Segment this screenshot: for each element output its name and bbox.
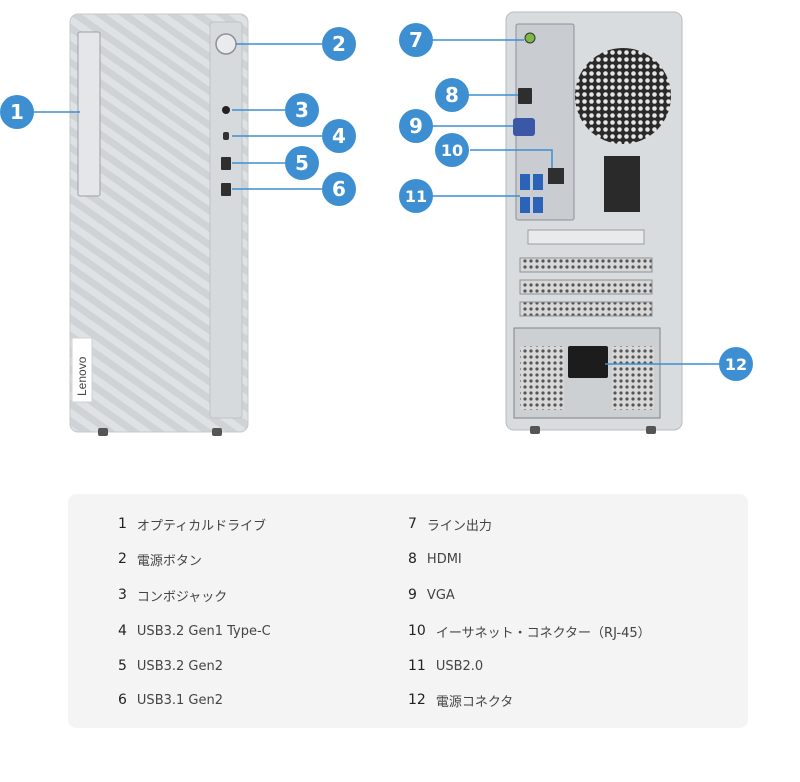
callout-number: 5: [295, 151, 309, 175]
callout-3: 3: [285, 93, 319, 127]
vga-port: [513, 118, 535, 136]
legend-number: 4: [118, 623, 127, 639]
front-foot-left: [98, 428, 108, 436]
legend-label: USB2.0: [435, 658, 484, 674]
legend-label: HDMI: [426, 551, 462, 567]
callout-4: 4: [322, 119, 356, 153]
callout-10: 10: [435, 133, 469, 167]
front-view: Lenovo: [69, 13, 249, 436]
legend-label: 電源ボタン: [136, 553, 202, 569]
legend-number: 3: [118, 587, 127, 603]
front-foot-right: [212, 428, 222, 436]
legend-number: 10: [408, 623, 426, 639]
callout-number: 1: [10, 100, 24, 124]
rear-fan-grille: [575, 48, 671, 144]
legend-item: 4 USB3.2 Gen1 Type-C: [118, 620, 271, 642]
rear-foot-left: [530, 426, 540, 434]
hdmi-port: [518, 88, 532, 104]
legend-item: 11 USB2.0: [408, 655, 483, 677]
legend-number: 5: [118, 658, 127, 674]
legend-number: 1: [118, 516, 127, 532]
line-out-jack: [524, 32, 536, 44]
front-panel-strip: [209, 21, 243, 419]
legend-number: 8: [408, 551, 417, 567]
legend-number: 9: [408, 587, 417, 603]
callouts: 1 2 3 4 5 6 7 8 9 10 11 12: [0, 23, 753, 381]
usb-port-6: [221, 183, 231, 196]
legend-label: 電源コネクタ: [435, 694, 514, 710]
power-connector: [568, 346, 608, 378]
legend-number: 6: [118, 692, 127, 708]
legend-item: 5 USB3.2 Gen2: [118, 655, 223, 677]
expansion-slot-4: [519, 301, 653, 317]
legend-label: オプティカルドライブ: [136, 518, 267, 534]
usb2-port-b: [533, 174, 543, 190]
callout-number: 12: [725, 355, 747, 374]
callout-number: 7: [409, 28, 423, 52]
legend-label: USB3.2 Gen2: [136, 658, 223, 674]
legend-number: 12: [408, 692, 426, 708]
callout-12: 12: [719, 347, 753, 381]
callout-9: 9: [399, 109, 433, 143]
rear-foot-right: [646, 426, 656, 434]
rear-view: [505, 11, 683, 434]
legend-item: 7 ライン出力: [408, 513, 492, 535]
legend-item: 1 オプティカルドライブ: [118, 513, 266, 535]
usb-c-port: [223, 132, 229, 140]
combo-jack: [222, 106, 230, 114]
lenovo-logo: Lenovo: [75, 356, 89, 396]
front-case: [69, 13, 249, 433]
callout-8: 8: [435, 78, 469, 112]
callout-2: 2: [322, 27, 356, 61]
ethernet-port: [548, 168, 564, 184]
usb-port-5: [221, 157, 231, 170]
callout-number: 2: [332, 32, 346, 56]
legend-item: 12 電源コネクタ: [408, 689, 513, 711]
callout-5: 5: [285, 146, 319, 180]
callout-number: 11: [405, 187, 427, 206]
legend-item: 3 コンボジャック: [118, 584, 227, 606]
usb2-port-d: [533, 197, 543, 213]
callout-number: 6: [332, 177, 346, 201]
legend-label: USB3.1 Gen2: [136, 692, 223, 708]
callout-number: 4: [332, 124, 346, 148]
legend-label: VGA: [426, 587, 455, 603]
product-diagram: Lenovo: [0, 11, 753, 436]
psu-vent-left: [520, 346, 564, 410]
power-button: [215, 33, 237, 55]
legend-number: 11: [408, 658, 426, 674]
expansion-slot-3: [519, 279, 653, 295]
legend-item: 2 電源ボタン: [118, 548, 202, 570]
callout-1: 1: [0, 95, 34, 129]
rear-vent-block: [604, 156, 640, 212]
legend-label: ライン出力: [426, 518, 492, 534]
legend-label: コンボジャック: [136, 589, 228, 605]
legend-item: 6 USB3.1 Gen2: [118, 689, 223, 711]
callout-7: 7: [399, 23, 433, 57]
legend-item: 10 イーサネット・コネクター（RJ-45）: [408, 620, 651, 642]
legend-item: 8 HDMI: [408, 548, 462, 570]
callout-number: 9: [409, 114, 423, 138]
usb2-port-c: [520, 197, 530, 213]
leader-lines: [30, 39, 720, 365]
callout-11: 11: [399, 179, 433, 213]
expansion-slot-1: [527, 229, 645, 245]
callout-number: 8: [445, 83, 459, 107]
leader-line-10: [470, 149, 553, 168]
legend-label: イーサネット・コネクター（RJ-45）: [435, 625, 651, 641]
callout-number: 10: [441, 141, 463, 160]
legend-number: 2: [118, 551, 127, 567]
legend-item: 9 VGA: [408, 584, 455, 606]
legend-label: USB3.2 Gen1 Type-C: [136, 623, 271, 639]
expansion-slot-2: [519, 257, 653, 273]
legend-number: 7: [408, 516, 417, 532]
lenovo-logo-plate: [71, 337, 93, 403]
legend-panel: 1 オプティカルドライブ 2 電源ボタン 3 コンボジャック 4 USB3.2 Gen1…: [68, 494, 748, 728]
callout-6: 6: [322, 172, 356, 206]
callout-number: 3: [295, 98, 309, 122]
optical-drive-bay: [77, 31, 101, 197]
psu-vent-right: [612, 346, 654, 410]
usb2-port-a: [520, 174, 530, 190]
